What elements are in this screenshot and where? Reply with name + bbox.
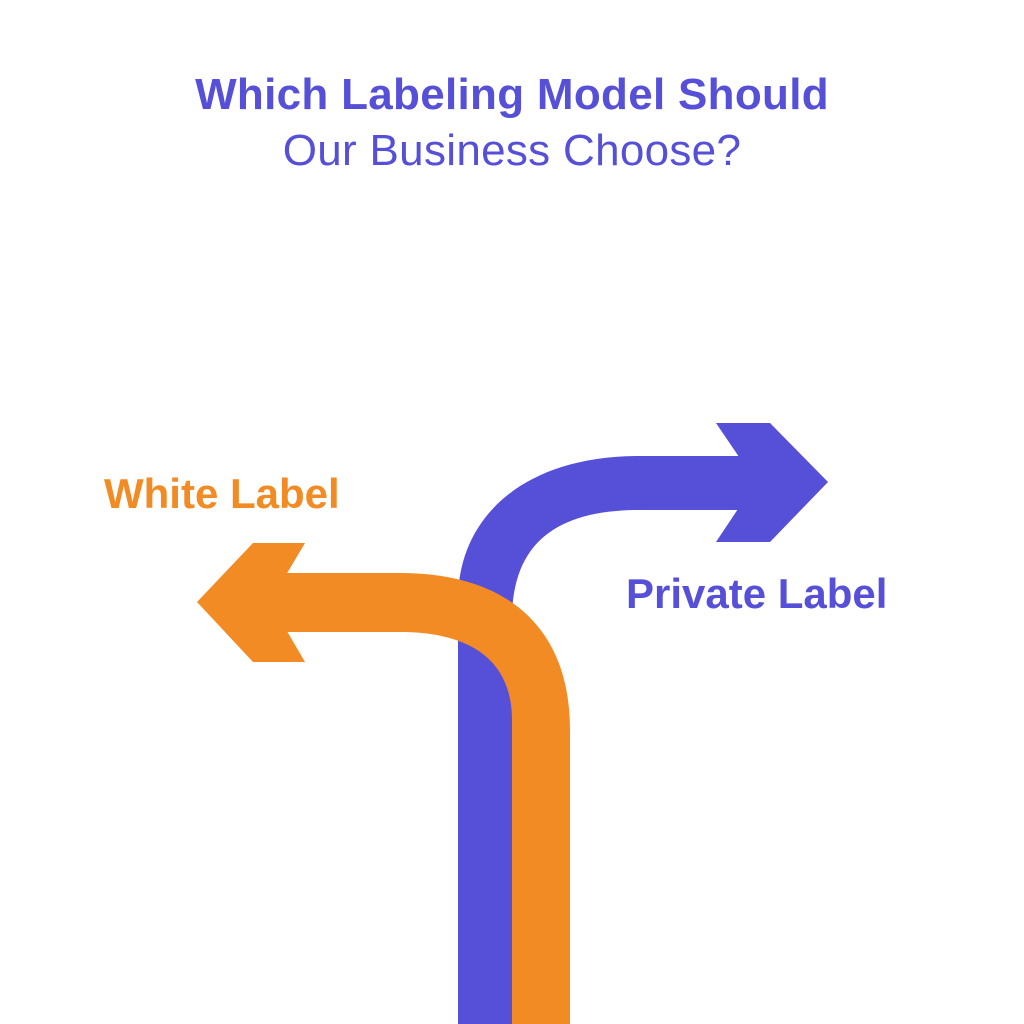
white-label-option: White Label xyxy=(104,470,340,517)
title-line-2: Our Business Choose? xyxy=(282,126,742,175)
white-label-arrow-icon xyxy=(197,543,570,1024)
title-line-1: Which Labeling Model Should xyxy=(195,70,829,119)
private-label-arrow-icon xyxy=(458,423,828,1024)
private-label-option: Private Label xyxy=(626,570,888,617)
